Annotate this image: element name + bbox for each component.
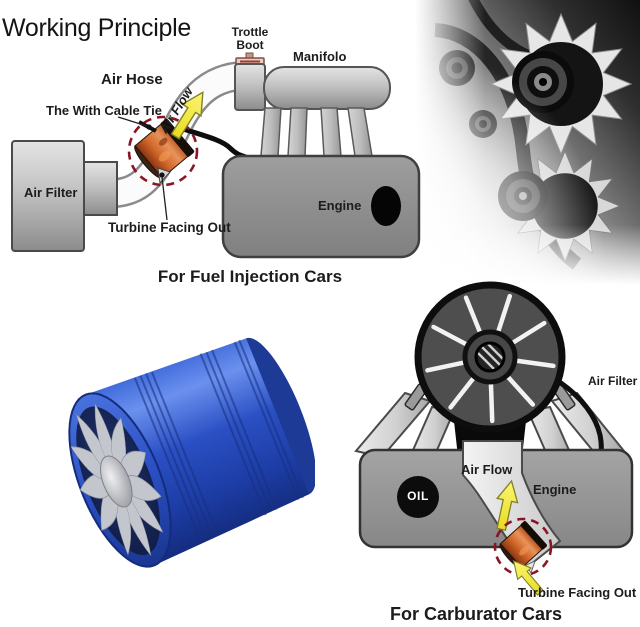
air-filter-neck [83, 161, 118, 216]
label-cb-air-flow: Air Flow [461, 462, 513, 477]
fan-hub [100, 455, 133, 508]
hub-hatch [477, 344, 503, 370]
leader-line [117, 116, 148, 127]
turbine [134, 118, 195, 179]
page-title: Working Principle [2, 14, 191, 42]
label-fi-turbine-note: Turbine Facing Out [108, 220, 231, 235]
label-cb-engine: Engine [533, 482, 577, 497]
label-fi-engine: Engine [318, 198, 362, 213]
fan-grooves [133, 339, 304, 544]
engine-photo [415, 0, 640, 285]
hub-core [474, 341, 506, 373]
dashed-highlight-circle [127, 115, 199, 187]
manifold [263, 66, 391, 110]
label-fi-air-filter: Air Filter [24, 185, 78, 200]
label-cable-tie: The With Cable Tie [46, 103, 162, 118]
manifold-runners [260, 107, 373, 157]
photo-fade [415, 225, 640, 285]
label-throttle-boot: Trottle Boot [231, 25, 269, 53]
air-filter-box [11, 140, 85, 252]
throttle-body [234, 63, 266, 111]
engine-port [371, 186, 401, 226]
label-manifold: Manifolo [293, 49, 347, 64]
label-oil: OIL [407, 489, 429, 503]
label-cb-air-filter: Air Filter [588, 374, 638, 388]
spokes [425, 293, 556, 424]
carburetor-diagram [354, 281, 634, 599]
label-air-hose: Air Hose [101, 71, 163, 88]
carb-clamps [404, 383, 576, 411]
carb-air-filter-disc [414, 281, 566, 433]
fuel-injection-diagram [11, 52, 421, 259]
leader-line [161, 176, 168, 221]
engine-block [221, 154, 421, 259]
caption-fuel-injection: For Fuel Injection Cars [157, 267, 343, 286]
caption-carburetor: For Carburator Cars [390, 604, 563, 624]
turbo-fan-product-photo [68, 337, 315, 568]
label-cb-turbine-note: Turbine Facing Out [518, 585, 637, 600]
leader-dot [146, 124, 152, 130]
leader-dot [159, 172, 165, 178]
oil-cap [397, 476, 439, 518]
